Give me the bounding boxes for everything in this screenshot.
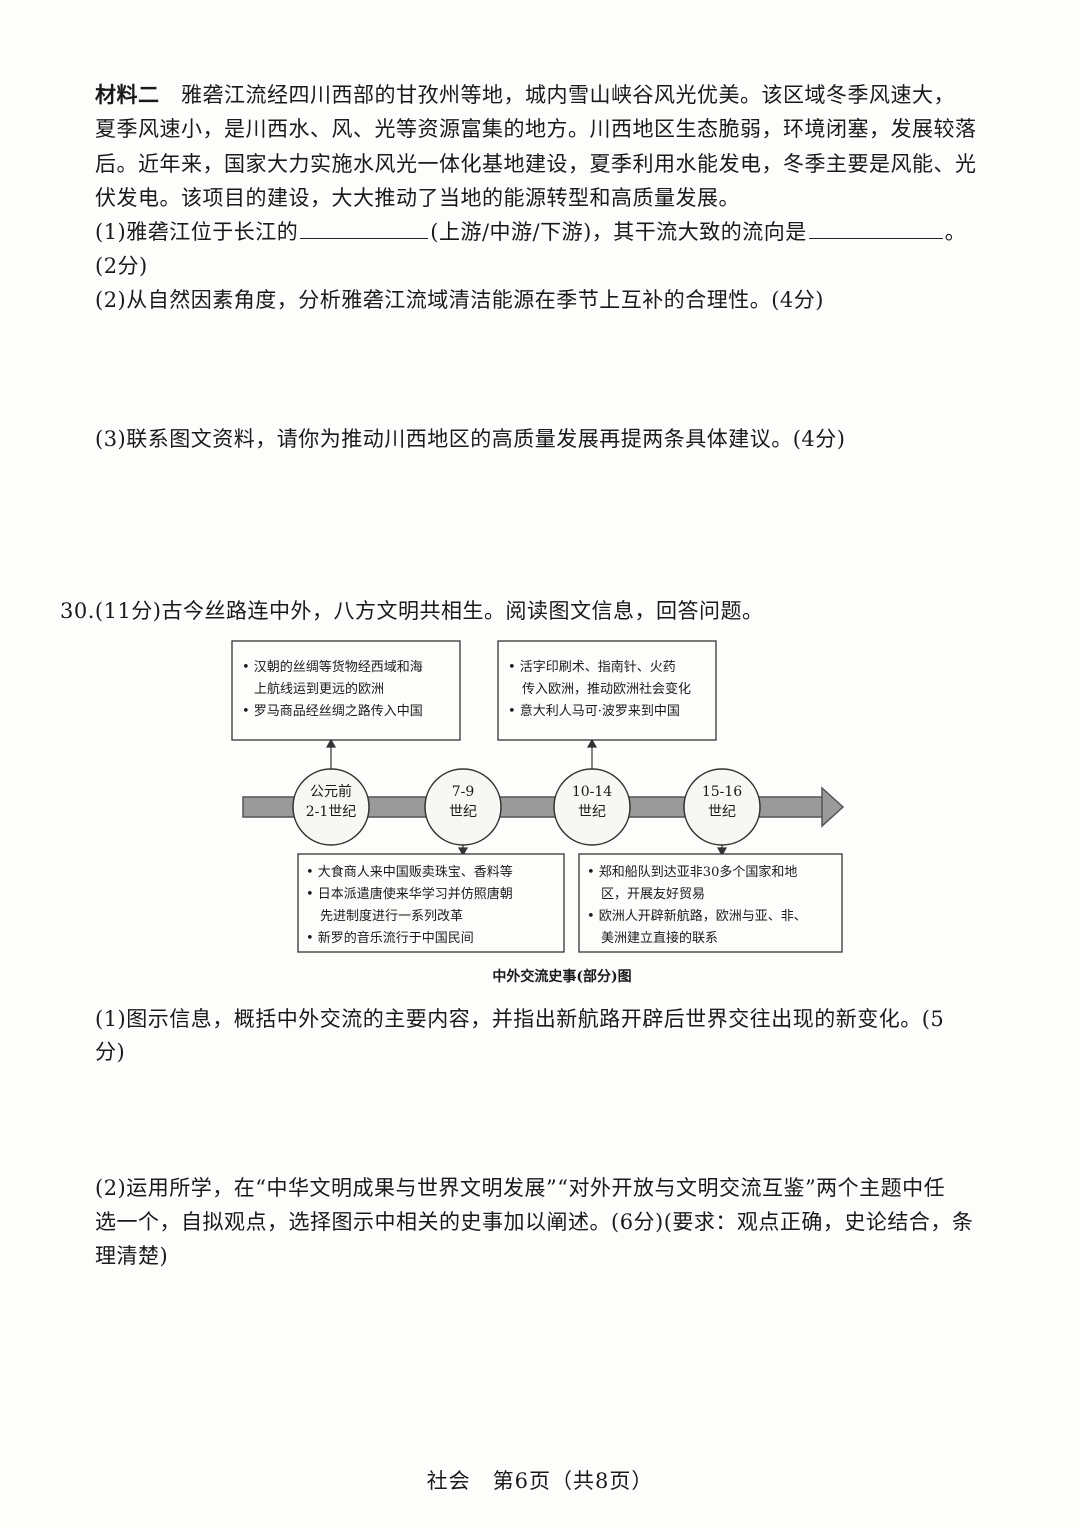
q29-1-text-b: (上游/中游/下游)，其干流大致的流向是 (430, 220, 807, 244)
connectors (325, 738, 728, 857)
box-bl-line-4: • 新罗的音乐流行于中国民间 (306, 930, 474, 946)
page-footer: 社会 第6页（共8页） (426, 1469, 654, 1493)
period-2-line-1: 7-9 (452, 784, 475, 800)
period-circle-3: 10-14 世纪 (553, 768, 631, 846)
box-tr-line-3: • 意大利人马可·波罗来到中国 (508, 703, 680, 719)
q29-1-score: (2分) (95, 254, 148, 278)
q29-1-question: (1)雅砻江位于长江的 (上游/中游/下游)，其干流大致的流向是 。 (95, 216, 995, 249)
period-4-line-1: 15-16 (702, 784, 742, 800)
answer-blank-direction[interactable] (808, 216, 943, 239)
q30-2-line-2: 选一个，自拟观点，选择图示中相关的史事加以阐述。(6分)(要求：观点正确，史论结… (95, 1210, 974, 1234)
box-br-line-2: 区，开展友好贸易 (601, 886, 705, 902)
period-3-line-2: 世纪 (578, 804, 606, 820)
period-circle-4: 15-16 世纪 (683, 768, 761, 846)
diagram-caption: 中外交流史事(部分)图 (492, 968, 631, 985)
box-tr-line-2: 传入欧洲，推动欧洲社会变化 (522, 681, 691, 697)
material-2-line-2: 夏季风速小，是川西水、风、光等资源富集的地方。川西地区生态脆弱，环境闭塞，发展较… (95, 117, 977, 141)
box-bottom-right: • 郑和船队到达亚非30多个国家和地 区，开展友好贸易 • 欧洲人开辟新航路，欧… (578, 853, 843, 953)
material-2-line-3: 后。近年来，国家大力实施水风光一体化基地建设，夏季利用水能发电，冬季主要是风能、… (95, 152, 977, 176)
material-2-text: 雅砻江流经四川西部的甘孜州等地，城内雪山峡谷风光优美。该区域冬季风速大， (181, 83, 955, 107)
q30-2-line-1: (2)运用所学，在“中华文明成果与世界文明发展”“对外开放与文明交流互鉴”两个主… (95, 1176, 946, 1200)
box-top-right: • 活字印刷术、指南针、火药 传入欧洲，推动欧洲社会变化 • 意大利人马可·波罗… (497, 640, 717, 741)
answer-blank-reach[interactable] (300, 216, 429, 239)
q29-1-text-a: (1)雅砻江位于长江的 (95, 220, 299, 244)
q30-1-line-1: (1)图示信息，概括中外交流的主要内容，并指出新航路开辟后世界交往出现的新变化。… (95, 1007, 945, 1031)
period-1-line-2: 2-1世纪 (306, 804, 357, 820)
q30-intro: 30.(11分)古今丝路连中外，八方文明共相生。阅读图文信息，回答问题。 (60, 599, 764, 623)
box-tl-line-1: • 汉朝的丝绸等货物经西域和海 (242, 659, 423, 675)
material-2-label: 材料二 (95, 82, 160, 107)
box-tr-line-1: • 活字印刷术、指南针、火药 (508, 659, 676, 675)
period-2-line-2: 世纪 (449, 804, 477, 820)
box-bottom-left: • 大食商人来中国贩卖珠宝、香料等 • 日本派遣唐使来华学习并仿照唐朝 先进制度… (297, 853, 565, 953)
period-4-line-2: 世纪 (708, 804, 736, 820)
q29-1-end: 。 (944, 220, 967, 244)
box-tl-line-2: 上航线运到更远的欧洲 (254, 681, 384, 697)
period-circle-2: 7-9 世纪 (424, 768, 502, 846)
q30-1-line-2: 分) (95, 1040, 126, 1064)
box-tl-line-3: • 罗马商品经丝绸之路传入中国 (242, 703, 423, 719)
box-top-left: • 汉朝的丝绸等货物经西域和海 上航线运到更远的欧洲 • 罗马商品经丝绸之路传入… (231, 640, 461, 741)
box-bl-line-1: • 大食商人来中国贩卖珠宝、香料等 (306, 864, 513, 880)
period-circle-1: 公元前 2-1世纪 (292, 768, 370, 846)
box-bl-line-2: • 日本派遣唐使来华学习并仿照唐朝 (306, 886, 513, 902)
box-br-line-4: 美洲建立直接的联系 (601, 930, 718, 946)
box-br-line-3: • 欧洲人开辟新航路，欧洲与亚、非、 (587, 908, 807, 924)
q30-2-line-3: 理清楚) (95, 1244, 169, 1268)
timeline-bar (242, 796, 826, 818)
period-3-line-1: 10-14 (572, 784, 612, 800)
period-1-line-1: 公元前 (310, 783, 352, 800)
material-2-line-4: 伏发电。该项目的建设，大大推动了当地的能源转型和高质量发展。 (95, 186, 740, 210)
timeline-arrowhead (821, 786, 845, 828)
box-bl-line-3: 先进制度进行一系列改革 (320, 908, 463, 924)
q29-3-question: (3)联系图文资料，请你为推动川西地区的高质量发展再提两条具体建议。(4分) (95, 427, 846, 451)
box-br-line-1: • 郑和船队到达亚非30多个国家和地 (587, 864, 797, 880)
material-2-line-1: 材料二 雅砻江流经四川西部的甘孜州等地，城内雪山峡谷风光优美。该区域冬季风速大， (95, 78, 995, 112)
q29-2-question: (2)从自然因素角度，分析雅砻江流域清洁能源在季节上互补的合理性。(4分) (95, 288, 824, 312)
